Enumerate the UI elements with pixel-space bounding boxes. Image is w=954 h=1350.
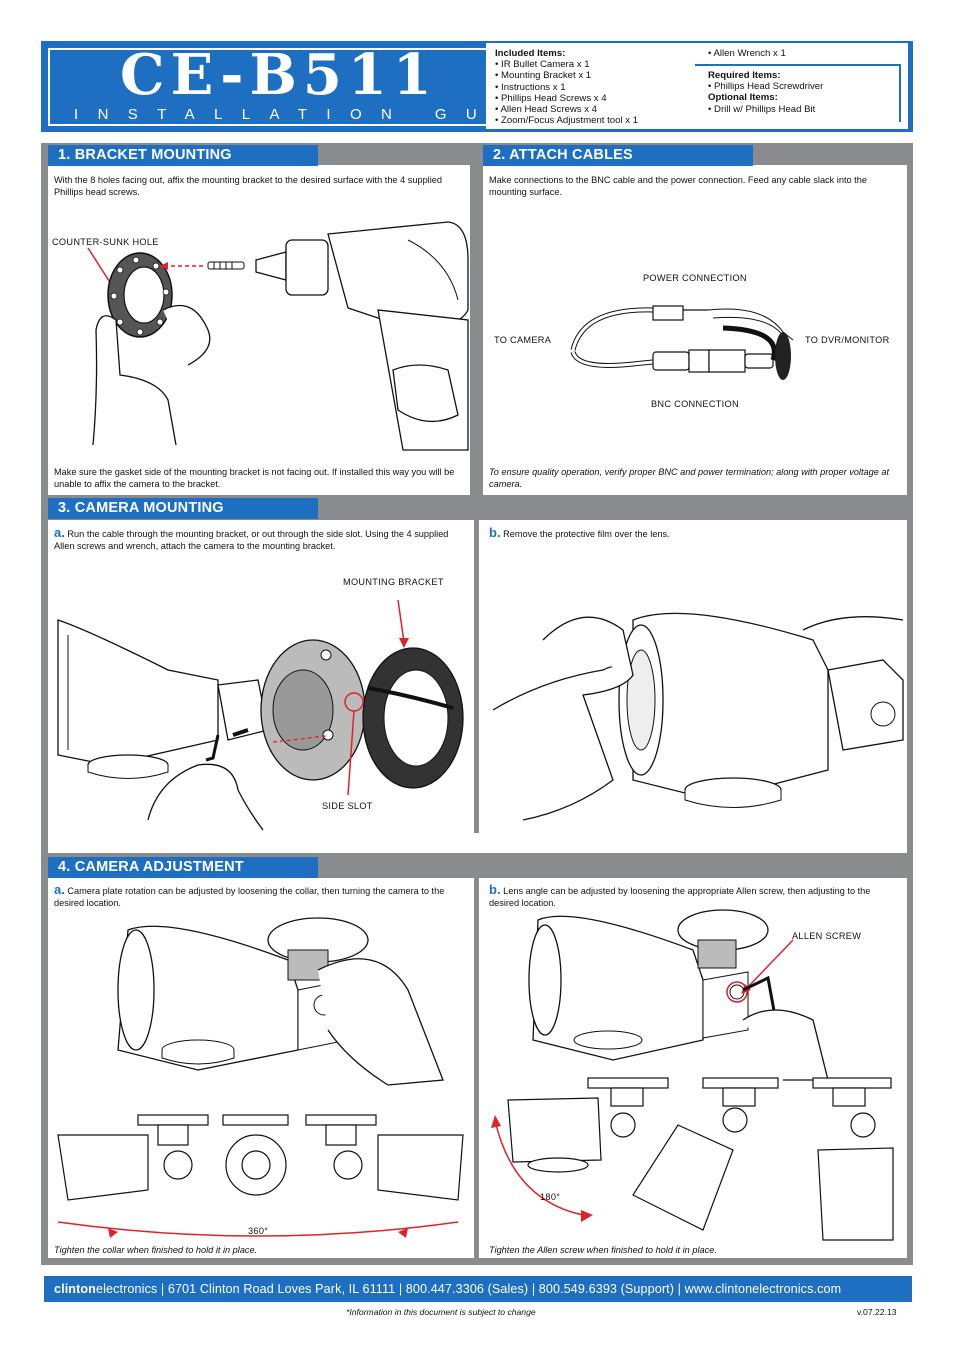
column-divider: [474, 520, 479, 833]
column-divider: [474, 878, 479, 1258]
adjustment-a-text: a. Camera plate rotation can be adjusted…: [54, 882, 464, 909]
section-title-cables: 2. ATTACH CABLES: [483, 145, 753, 166]
included-extra: • Allen Wrench x 1: [708, 48, 786, 59]
bracket-drill-illustration: [87, 221, 469, 451]
bracket-intro: With the 8 holes facing out, affix the m…: [54, 175, 442, 197]
panel-cables: [483, 165, 907, 495]
step-a-text: Run the cable through the mounting brack…: [54, 529, 449, 551]
included-item: • Phillips Head Screws x 4: [495, 92, 607, 104]
included-items: Included Items: • IR Bullet Camera x 1 •…: [495, 48, 638, 126]
section-title-adjustment: 4. CAMERA ADJUSTMENT: [48, 857, 318, 878]
camera-mounting-illustration: [57, 599, 464, 831]
guide-subtitle: INSTALLATION GUIDE: [74, 106, 580, 123]
step-b-text: Lens angle can be adjusted by loosening …: [489, 886, 871, 908]
included-item: • Zoom/Focus Adjustment tool x 1: [495, 115, 639, 127]
version-number: v.07.22.13: [857, 1307, 897, 1317]
to-dvr-label: TO DVR/MONITOR: [805, 335, 890, 345]
required-items: Required Items: • Phillips Head Screwdri…: [708, 70, 823, 115]
section-title-camera-mounting: 3. CAMERA MOUNTING: [48, 498, 318, 519]
step-b-marker: b.: [489, 882, 501, 897]
power-connection-label: POWER CONNECTION: [643, 273, 747, 283]
included-item: • Allen Head Screws x 4: [495, 104, 598, 116]
required-item: • Phillips Head Screwdriver: [708, 81, 824, 93]
cables-note: To ensure quality operation, verify prop…: [489, 467, 890, 489]
rotation-label: 360°: [248, 1226, 269, 1236]
required-items-frame: [695, 64, 901, 122]
tilt-illustration: [491, 909, 894, 1241]
allen-screw-label: ALLEN SCREW: [792, 931, 862, 941]
step-a-text: Camera plate rotation can be adjusted by…: [54, 886, 445, 908]
angle-label: 180°: [540, 1192, 561, 1202]
adjustment-a-note: Tighten the collar when finished to hold…: [54, 1245, 258, 1255]
included-item: • IR Bullet Camera x 1: [495, 59, 590, 71]
step-a-marker: a.: [54, 525, 65, 540]
required-heading: Required Items:: [708, 70, 781, 81]
footer-bar: clintonelectronics | 6701 Clinton Road L…: [44, 1276, 912, 1302]
counter-sunk-label: COUNTER-SUNK HOLE: [52, 237, 159, 247]
disclaimer: *Information in this document is subject…: [346, 1307, 536, 1317]
included-item: • Mounting Bracket x 1: [495, 70, 592, 82]
optional-heading: Optional Items:: [708, 92, 778, 104]
cables-illustration: [570, 305, 794, 380]
included-heading: Included Items:: [495, 48, 566, 59]
adjustment-b-note: Tighten the Allen screw when finished to…: [489, 1245, 717, 1255]
side-slot-label: SIDE SLOT: [322, 801, 373, 811]
brand-name: clinton: [54, 1282, 96, 1296]
contact-info: | 6701 Clinton Road Loves Park, IL 61111…: [157, 1282, 842, 1296]
product-title: CE-B511: [120, 42, 438, 108]
included-item: • Instructions x 1: [495, 81, 566, 93]
lens-film-illustration: [492, 612, 904, 821]
section-title-bracket: 1. BRACKET MOUNTING: [48, 145, 318, 166]
brand-suffix: electronics: [95, 1282, 158, 1296]
bracket-note: Make sure the gasket side of the mountin…: [54, 467, 455, 489]
bnc-connection-label: BNC CONNECTION: [651, 399, 739, 409]
items-box: [486, 43, 908, 129]
step-a-marker: a.: [54, 882, 65, 897]
camera-mounting-a-text: a. Run the cable through the mounting br…: [54, 525, 464, 552]
cables-intro: Make connections to the BNC cable and th…: [489, 175, 867, 197]
optional-item: • Drill w/ Phillips Head Bit: [708, 103, 816, 115]
step-b-marker: b.: [489, 525, 501, 540]
step-b-text: Remove the protective film over the lens…: [503, 529, 670, 539]
to-camera-label: TO CAMERA: [494, 335, 552, 345]
mounting-bracket-label: MOUNTING BRACKET: [343, 577, 444, 587]
adjustment-b-text: b. Lens angle can be adjusted by looseni…: [489, 882, 899, 909]
rotation-illustration: [57, 917, 464, 1238]
camera-mounting-b-text: b. Remove the protective film over the l…: [489, 525, 899, 541]
